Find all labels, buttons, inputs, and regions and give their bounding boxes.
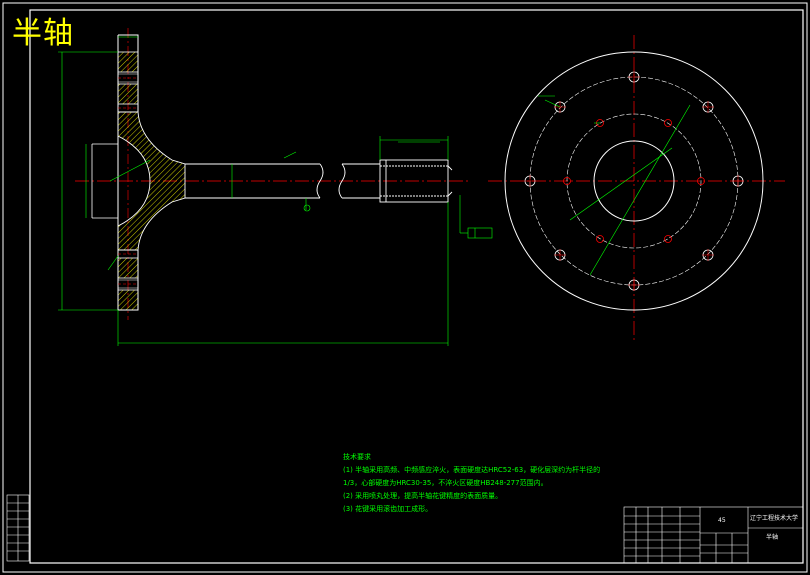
shaft-body (185, 159, 453, 203)
inner-border (29, 9, 804, 564)
title-block-part-name: 半轴 (766, 534, 779, 541)
notes-heading: 技术要求 (343, 453, 371, 461)
notes-line-1: (1) 半轴采用高频、中频感应淬火，表面硬度达HRC52-63，硬化层深约为杆半… (343, 466, 601, 474)
title-block-material: 45 (718, 517, 726, 524)
drawing-title: 半轴 (12, 16, 74, 51)
title-block-frame (623, 506, 804, 564)
title-block-school: 辽宁工程技术大学 (750, 515, 799, 522)
notes-line-4: (3) 花键采用滚齿加工成形。 (343, 505, 433, 513)
notes-line-3: (2) 采用喷丸处理，提高半轴花键精度的表面质量。 (343, 492, 503, 500)
flange-front-view (488, 35, 785, 340)
binding-strip (6, 494, 30, 562)
dimensions-left (58, 36, 493, 346)
notes-line-2: 1/3，心部硬度为HRC30-35，不淬火区硬度HB248-277范围内。 (343, 479, 548, 487)
technical-requirements: 技术要求 (1) 半轴采用高频、中频感应淬火，表面硬度达HRC52-63，硬化层… (343, 451, 600, 516)
flange-section (91, 34, 186, 311)
